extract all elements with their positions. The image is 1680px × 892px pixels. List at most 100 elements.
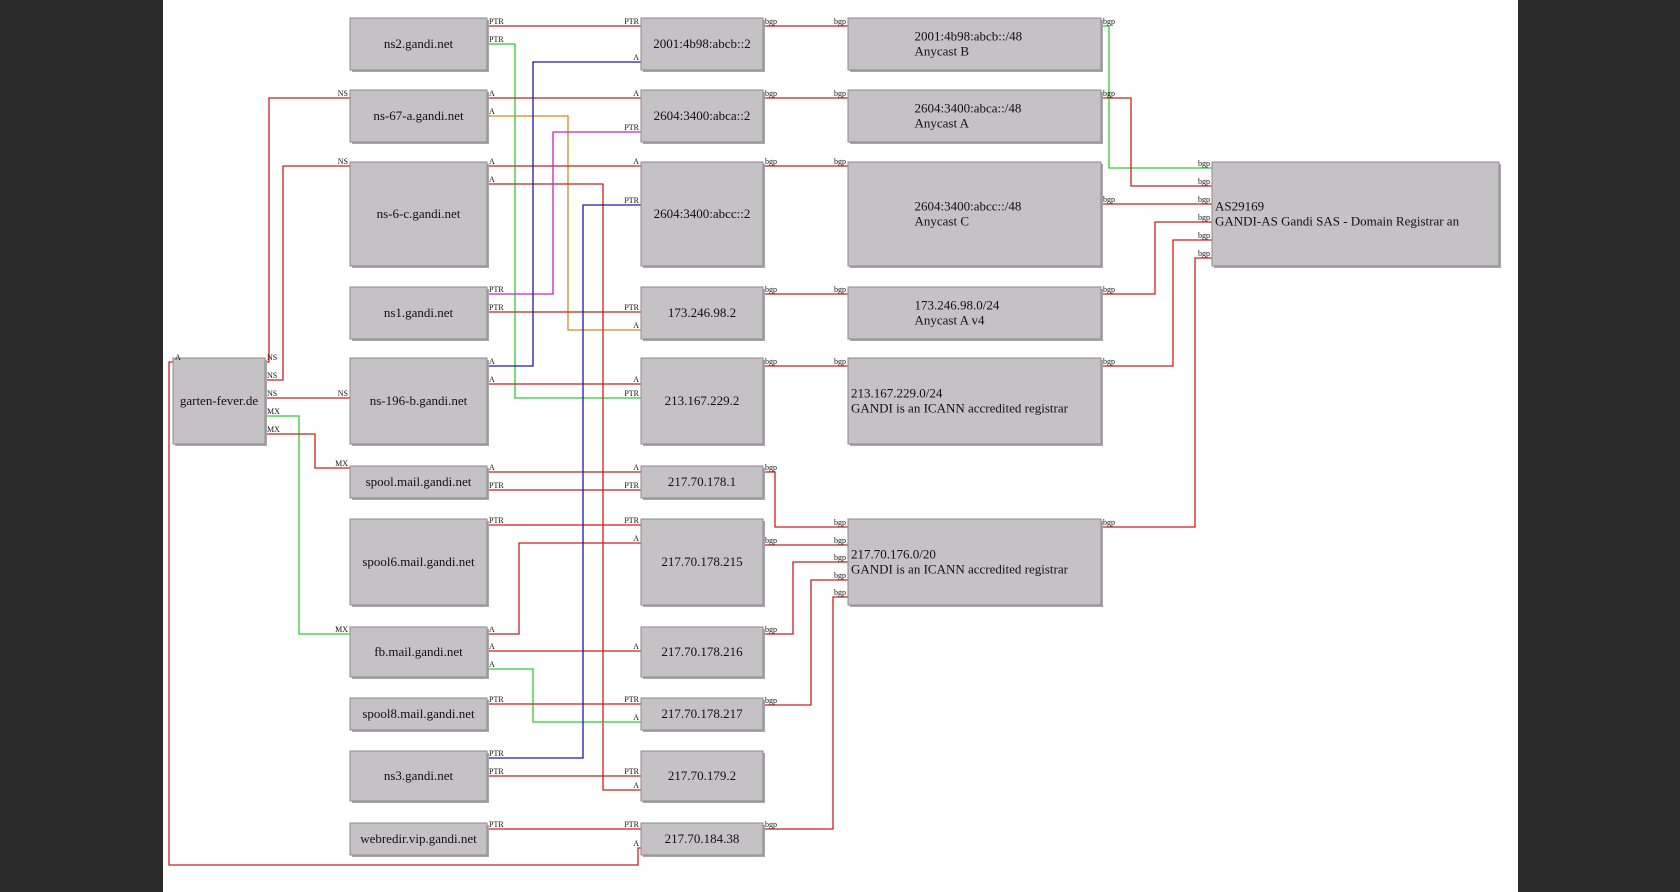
port-label: PTR xyxy=(489,35,504,44)
node-box xyxy=(640,357,764,445)
node-label: 213.167.229.0/24 xyxy=(851,386,943,401)
node-label: 217.70.179.2 xyxy=(668,768,736,783)
node-box xyxy=(640,626,764,678)
port-label: bgp xyxy=(834,285,846,294)
port-label: PTR xyxy=(489,820,504,829)
node-label: ns-67-a.gandi.net xyxy=(373,108,464,123)
node-spool8: spool8.mail.gandi.net xyxy=(349,697,489,732)
port-label: PTR xyxy=(624,516,639,525)
node-box xyxy=(640,465,764,499)
edge xyxy=(265,165,350,381)
node-box xyxy=(847,286,1102,340)
port-label: A xyxy=(489,357,495,366)
node-label: 2604:3400:abca::2 xyxy=(654,108,751,123)
edge xyxy=(487,183,641,791)
port-label: A xyxy=(633,375,639,384)
node-box xyxy=(640,286,764,340)
node-box xyxy=(349,750,488,802)
node-box xyxy=(349,822,488,856)
port-label: A xyxy=(175,353,181,362)
port-label: A xyxy=(489,463,495,472)
node-label: GANDI is an ICANN accredited registrar xyxy=(851,401,1069,416)
edge xyxy=(1101,97,1212,187)
node-box xyxy=(640,750,764,802)
port-label: bgp xyxy=(834,571,846,580)
node-ns6c: ns-6-c.gandi.net xyxy=(349,161,489,268)
node-ns3: ns3.gandi.net xyxy=(349,750,489,803)
port-label: A xyxy=(489,375,495,384)
edge xyxy=(487,668,641,723)
node-label: spool.mail.gandi.net xyxy=(366,474,472,489)
port-label: bgp xyxy=(765,463,777,472)
edge xyxy=(487,204,641,759)
node-box xyxy=(349,161,488,267)
port-label: bgp xyxy=(834,157,846,166)
edge xyxy=(265,415,350,635)
node-ip_178217: 217.70.178.217 xyxy=(640,697,765,732)
node-box xyxy=(349,357,488,445)
node-box xyxy=(640,822,764,856)
port-label: A xyxy=(489,175,495,184)
port-label: bgp xyxy=(765,157,777,166)
node-ns2: ns2.gandi.net xyxy=(349,17,489,72)
port-label: A xyxy=(489,157,495,166)
port-label: A xyxy=(633,321,639,330)
node-box xyxy=(1211,161,1500,267)
port-label: A xyxy=(489,89,495,98)
port-label: MX xyxy=(335,459,348,468)
node-label: Anycast C xyxy=(915,214,970,229)
node-ip_178215: 217.70.178.215 xyxy=(640,518,765,607)
node-box xyxy=(640,697,764,731)
node-box xyxy=(349,17,488,71)
node-box xyxy=(847,89,1102,143)
node-label: 217.70.178.215 xyxy=(661,554,742,569)
node-label: 173.246.98.0/24 xyxy=(915,298,1000,313)
port-label: bgp xyxy=(834,536,846,545)
port-label: PTR xyxy=(624,123,639,132)
node-ip_173: 173.246.98.2 xyxy=(640,286,765,341)
node-box xyxy=(349,89,488,143)
port-label: bgp xyxy=(765,285,777,294)
port-label: NS xyxy=(338,89,348,98)
port-label: bgp xyxy=(834,17,846,26)
port-label: bgp xyxy=(765,820,777,829)
port-label: PTR xyxy=(624,17,639,26)
node-box xyxy=(349,626,488,678)
port-label: bgp xyxy=(1103,518,1115,527)
edge xyxy=(763,579,848,706)
node-spool: spool.mail.gandi.net xyxy=(349,465,489,500)
node-garten: garten-fever.de xyxy=(172,357,267,446)
node-spool6: spool6.mail.gandi.net xyxy=(349,518,489,607)
port-label: NS xyxy=(267,371,277,380)
port-label: bgp xyxy=(765,357,777,366)
edge xyxy=(1101,221,1212,295)
node-box xyxy=(349,286,488,340)
node-box xyxy=(847,357,1102,445)
node-label: 217.70.178.1 xyxy=(668,474,736,489)
port-label: A xyxy=(633,534,639,543)
node-label: Anycast B xyxy=(915,44,970,59)
port-label: bgp xyxy=(1198,249,1210,258)
edge xyxy=(487,131,641,295)
port-label: bgp xyxy=(765,625,777,634)
node-ip6_b: 2001:4b98:abcb::2 xyxy=(640,17,765,72)
node-label: 173.246.98.2 xyxy=(668,305,736,320)
port-label: bgp xyxy=(1198,213,1210,222)
port-label: NS xyxy=(338,157,348,166)
port-label: bgp xyxy=(1103,195,1115,204)
node-box xyxy=(640,161,764,267)
port-label: A xyxy=(633,781,639,790)
edge xyxy=(487,115,641,331)
node-ip_18438: 217.70.184.38 xyxy=(640,822,765,857)
port-label: A xyxy=(633,89,639,98)
port-label: PTR xyxy=(489,516,504,525)
port-label: bgp xyxy=(834,553,846,562)
edge xyxy=(265,433,350,469)
port-label: NS xyxy=(267,389,277,398)
edge xyxy=(487,542,641,635)
port-label: bgp xyxy=(834,357,846,366)
